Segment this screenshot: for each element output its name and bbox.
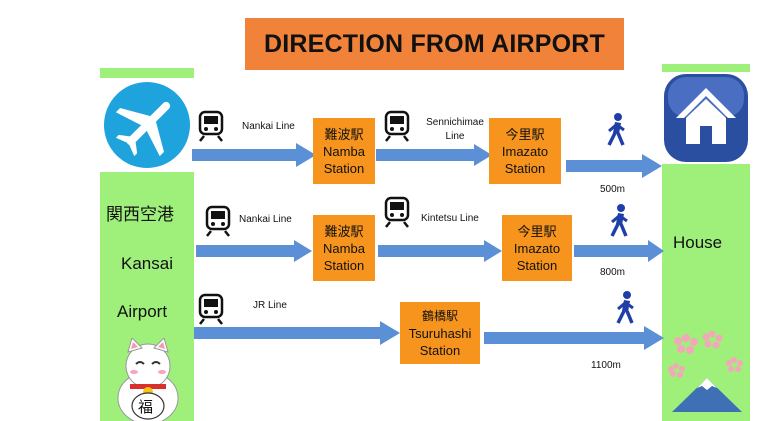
route1-line2-label: Sennichimae Line [418,116,492,144]
route2-station1-jp: 難波駅 [324,223,364,239]
train-icon [196,292,226,326]
origin-name-line2: Kansai [121,254,173,273]
route1-station2-en2: Station [504,160,546,176]
route2-distance: 800m [600,267,626,278]
route2-station2-en1: Imazato [513,240,561,256]
route2-station2: 今里駅 Imazato Station [502,215,572,281]
route1-station2: 今里駅 Imazato Station [489,118,561,184]
route1-arrow-3 [566,154,662,178]
walking-person-icon [603,203,633,241]
route1-station1: 難波駅 Namba Station [313,118,375,184]
route1-station2-jp: 今里駅 [505,126,545,142]
route2-line2-label: Kintetsu Line [421,213,479,224]
train-icon [203,204,233,238]
route3-station1-en1: Tsuruhashi [408,325,472,341]
mount-fuji-sakura-icon [664,326,750,412]
house-icon [664,74,748,162]
route1-arrow-1 [192,143,316,167]
route3-station1-en2: Station [419,342,461,358]
route1-station1-jp: 難波駅 [324,126,364,142]
route1-line2-label-b: Line [445,131,465,142]
train-icon [196,110,226,142]
route3-arrow-2 [484,326,664,350]
route3-arrow-1 [194,321,400,345]
route1-line2-label-a: Sennichimae [426,117,484,128]
airplane-icon [104,82,190,168]
route1-station2-en1: Imazato [501,143,549,159]
route3-distance: 1100m [591,360,621,371]
route1-arrow-2 [376,144,492,166]
airplane-icon-box [100,78,194,172]
route2-station1-en1: Namba [323,240,365,256]
origin-name-line3: Airport [117,302,168,321]
route1-station1-en1: Namba [323,143,365,159]
house-icon-box [662,72,750,164]
route2-arrow-1 [196,240,312,262]
walking-person-icon [609,290,639,328]
route2-arrow-2 [378,240,502,262]
route3-station1: 鶴橋駅 Tsuruhashi Station [400,302,480,364]
route2-arrow-3 [574,240,664,262]
maneki-neko-text: 福 [138,399,154,416]
origin-name-jp: 関西空港 [106,205,174,224]
page-title: DIRECTION FROM AIRPORT [245,18,624,70]
route1-station1-en2: Station [323,160,365,176]
route2-station2-en2: Station [516,257,558,273]
train-icon [382,196,412,228]
route3-line-label: JR Line [253,300,287,311]
route2-line-label: Nankai Line [239,214,292,225]
destination-label: House [673,233,723,252]
route1-distance: 500m [600,184,626,195]
maneki-neko-icon [106,338,190,421]
route2-station1-en2: Station [323,257,365,273]
walking-person-icon [600,112,630,150]
route2-station1: 難波駅 Namba Station [313,215,375,281]
train-icon [382,110,412,142]
route1-line-label: Nankai Line [242,121,295,132]
route3-station1-jp: 鶴橋駅 [421,308,458,323]
route2-station2-jp: 今里駅 [517,223,557,239]
